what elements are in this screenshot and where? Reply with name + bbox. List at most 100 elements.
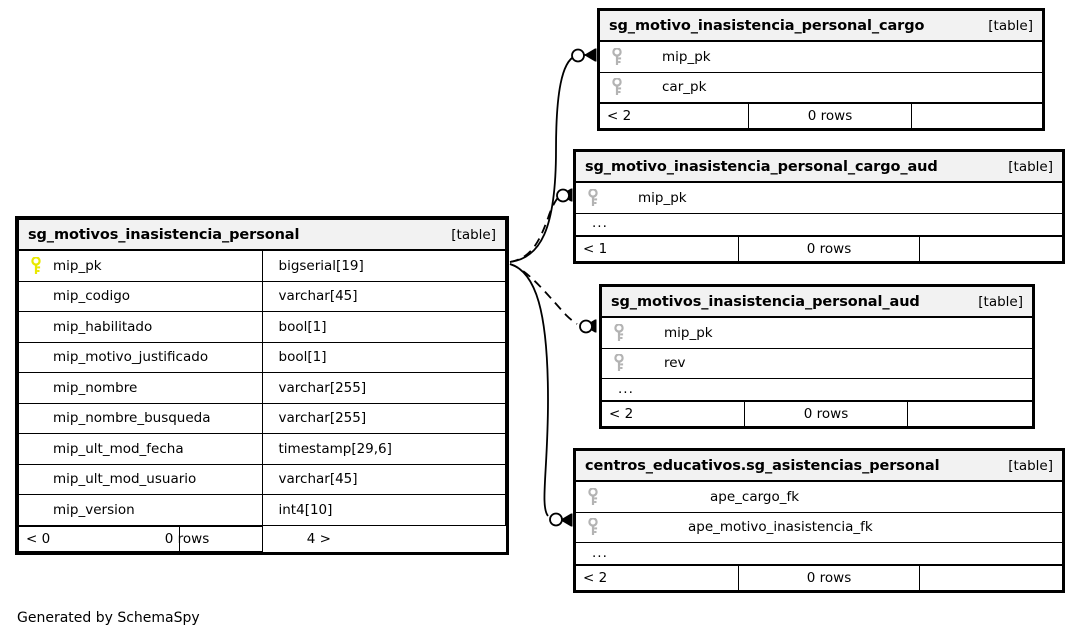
no-key-spacer [28, 378, 44, 398]
table-row[interactable]: mip_nombre_busqueda varchar[255] [18, 402, 506, 434]
foreign-key-icon [585, 188, 601, 208]
column-type: varchar[255] [278, 410, 367, 427]
table-footer: < 0 0 rows 4 > [18, 524, 506, 552]
more-columns-indicator: ... [592, 544, 608, 561]
column-name: rev [664, 355, 686, 372]
column-name: mip_pk [662, 48, 711, 65]
foreign-key-icon [585, 487, 601, 507]
table-node-sg-motivo-inasistencia-personal-cargo[interactable]: sg_motivo_inasistencia_personal_cargo [t… [597, 8, 1045, 131]
table-row[interactable]: mip_ult_mod_fecha timestamp[29,6] [18, 433, 506, 465]
edge-to-cargo-aud [509, 190, 572, 263]
edge-to-asistencias [509, 263, 572, 526]
table-title: sg_motivos_inasistencia_personal_aud [611, 293, 920, 310]
table-type-tag: [table] [451, 226, 496, 243]
table-row[interactable]: mip_habilitado bool[1] [18, 311, 506, 343]
table-row[interactable]: mip_pk [575, 181, 1063, 214]
footer-row-count: 0 rows [806, 240, 852, 257]
table-row-ellipsis: ... [601, 378, 1033, 402]
table-row[interactable]: mip_pk [599, 40, 1043, 73]
table-row[interactable]: mip_codigo varchar[45] [18, 280, 506, 312]
footer-parent-count: < 2 [607, 108, 632, 124]
column-type: bool[1] [278, 349, 327, 366]
footer-row-count: 0 rows [803, 406, 849, 422]
column-type: varchar[45] [278, 288, 358, 305]
column-name: mip_habilitado [53, 318, 153, 335]
table-row[interactable]: mip_nombre varchar[255] [18, 372, 506, 404]
column-type: varchar[255] [278, 379, 367, 396]
column-name: mip_pk [638, 189, 687, 206]
table-node-sg-motivo-inasistencia-personal-cargo-aud[interactable]: sg_motivo_inasistencia_personal_cargo_au… [573, 149, 1065, 264]
table-node-sg-motivos-inasistencia-personal[interactable]: sg_motivos_inasistencia_personal [table]… [15, 216, 509, 555]
column-name: mip_pk [53, 257, 102, 274]
table-title: sg_motivos_inasistencia_personal [28, 226, 300, 243]
column-name: mip_motivo_justificado [53, 349, 209, 366]
column-type: bool[1] [278, 318, 327, 335]
footer-row-count: 0 rows [806, 570, 852, 586]
foreign-key-icon [585, 517, 601, 537]
table-title: sg_motivo_inasistencia_personal_cargo_au… [585, 158, 938, 175]
table-row[interactable]: ape_cargo_fk [575, 480, 1063, 513]
footer-parent-count: < 2 [583, 570, 608, 586]
generated-by-caption: Generated by SchemaSpy [17, 610, 200, 626]
no-key-spacer [28, 347, 44, 367]
column-name: car_pk [662, 79, 707, 96]
column-type: varchar[45] [278, 471, 358, 488]
table-row[interactable]: mip_motivo_justificado bool[1] [18, 341, 506, 373]
no-key-spacer [28, 408, 44, 428]
column-name: ape_cargo_fk [710, 488, 800, 505]
column-name: mip_codigo [53, 288, 131, 305]
table-header: sg_motivos_inasistencia_personal_aud [ta… [601, 286, 1033, 318]
column-type: int4[10] [278, 502, 333, 518]
table-row[interactable]: mip_pk bigserial[19] [18, 249, 506, 282]
footer-row-count: 0 rows [807, 108, 853, 124]
foreign-key-icon [611, 323, 627, 343]
more-columns-indicator: ... [592, 215, 608, 232]
table-header: sg_motivo_inasistencia_personal_cargo_au… [575, 151, 1063, 183]
table-type-tag: [table] [1008, 457, 1053, 474]
table-header: sg_motivos_inasistencia_personal [table] [18, 219, 506, 251]
column-name: mip_version [53, 501, 135, 518]
column-name: mip_nombre_busqueda [53, 410, 211, 427]
table-row[interactable]: rev [601, 347, 1033, 379]
column-type: bigserial[19] [278, 257, 364, 274]
footer-parent-count: < 1 [583, 240, 608, 257]
column-name: mip_nombre [53, 379, 138, 396]
table-title: sg_motivo_inasistencia_personal_cargo [609, 17, 925, 34]
table-footer: < 2 0 rows [599, 102, 1043, 129]
table-footer: < 2 0 rows [575, 564, 1063, 591]
table-node-centros-educativos-sg-asistencias-personal[interactable]: centros_educativos.sg_asistencias_person… [573, 448, 1065, 593]
table-footer: < 1 0 rows [575, 234, 1063, 262]
table-footer: < 2 0 rows [601, 400, 1033, 427]
table-node-sg-motivos-inasistencia-personal-aud[interactable]: sg_motivos_inasistencia_personal_aud [ta… [599, 284, 1035, 429]
no-key-spacer [28, 317, 44, 337]
footer-child-count [920, 237, 1062, 261]
table-type-tag: [table] [988, 17, 1033, 34]
foreign-key-icon [611, 353, 627, 373]
table-title: centros_educativos.sg_asistencias_person… [585, 457, 940, 474]
column-type: timestamp[29,6] [278, 440, 392, 457]
footer-child-count: 4 > [306, 530, 331, 547]
table-row[interactable]: ape_motivo_inasistencia_fk [575, 511, 1063, 543]
table-type-tag: [table] [978, 293, 1023, 310]
primary-key-icon [28, 256, 44, 276]
table-type-tag: [table] [1008, 158, 1053, 175]
edge-to-motivos-aud [509, 263, 596, 334]
table-row[interactable]: car_pk [599, 71, 1043, 104]
foreign-key-icon [609, 47, 625, 67]
no-key-spacer [28, 500, 44, 520]
foreign-key-icon [609, 77, 625, 97]
table-row[interactable]: mip_pk [601, 316, 1033, 349]
column-name: mip_ult_mod_usuario [53, 471, 197, 488]
table-header: sg_motivo_inasistencia_personal_cargo [t… [599, 10, 1043, 42]
table-row[interactable]: mip_ult_mod_usuario varchar[45] [18, 463, 506, 495]
footer-child-count [920, 566, 1062, 590]
footer-parent-count: < 0 [26, 530, 51, 547]
no-key-spacer [28, 286, 44, 306]
footer-parent-count: < 2 [609, 406, 634, 422]
table-row[interactable]: mip_version int4[10] [18, 494, 506, 526]
column-name: mip_ult_mod_fecha [53, 440, 184, 457]
more-columns-indicator: ... [618, 380, 634, 397]
footer-child-count [912, 104, 1042, 128]
column-name: mip_pk [664, 324, 713, 341]
